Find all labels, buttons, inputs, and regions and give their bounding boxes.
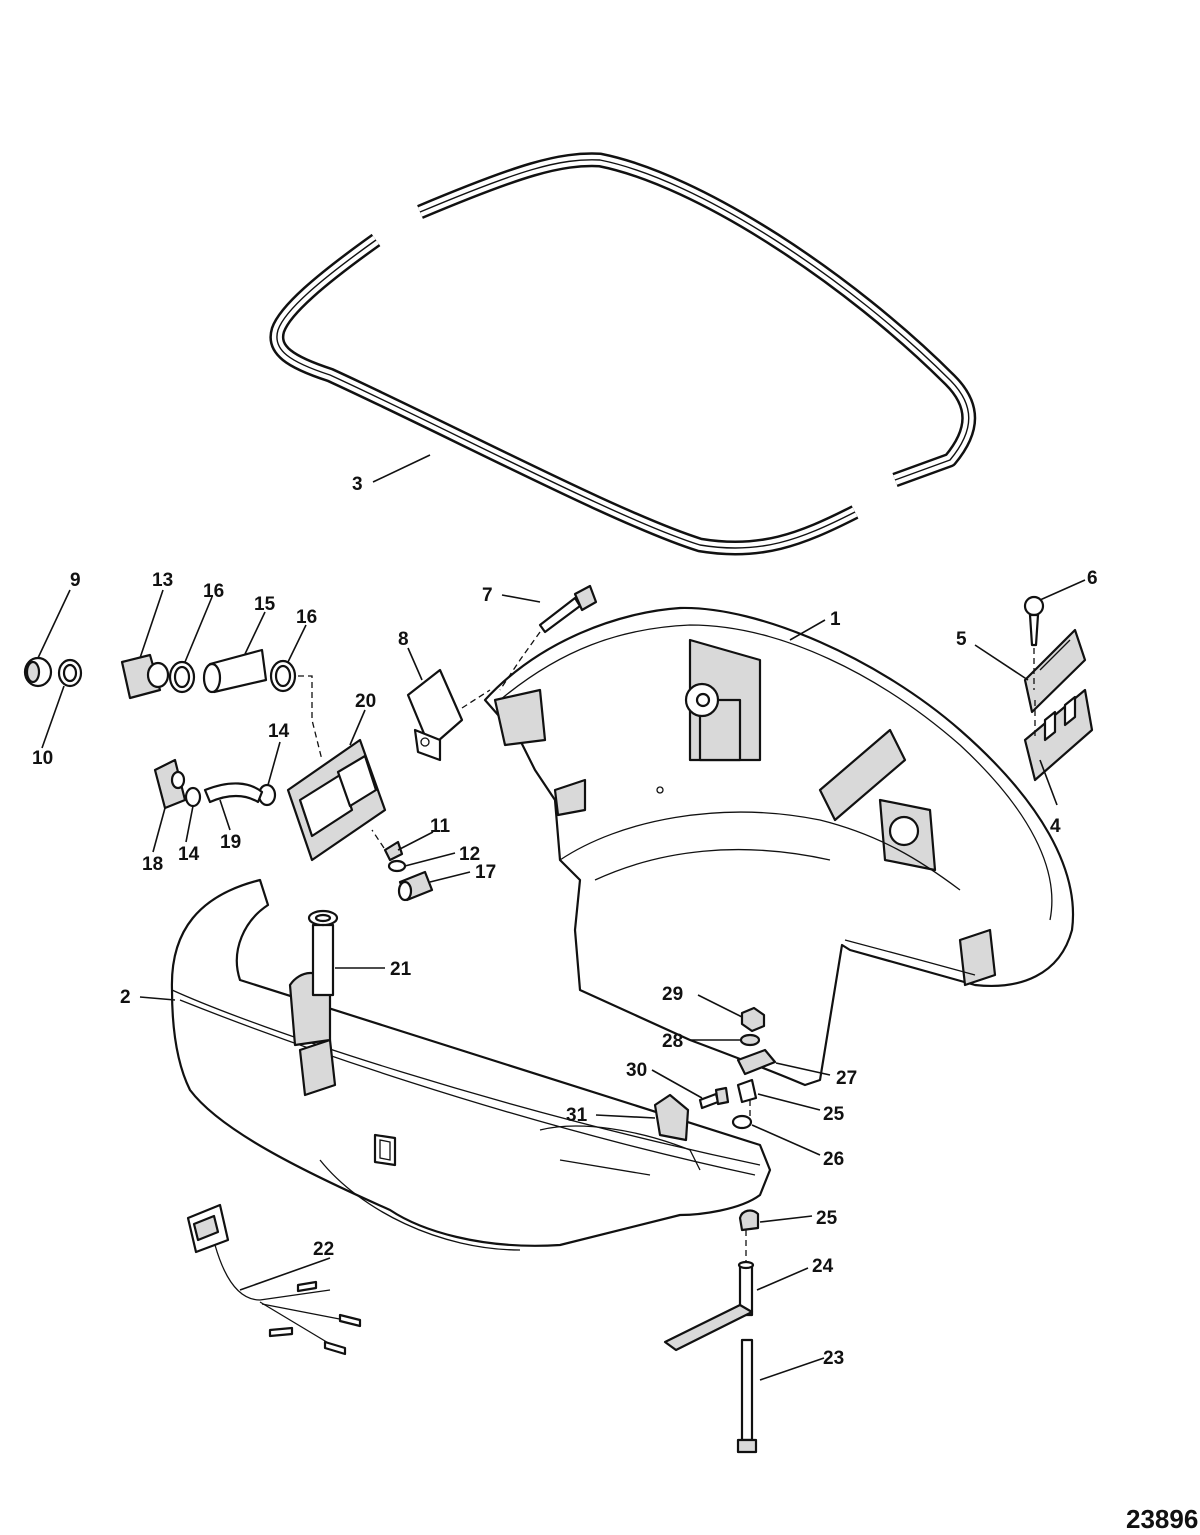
callout-30: 30: [626, 1060, 647, 1081]
callout-20: 20: [355, 691, 376, 712]
leader-lines: [37, 454, 1086, 1381]
cowl-half-part-2: [170, 878, 772, 1251]
callout-16a: 16: [203, 581, 224, 602]
seal-part-3: [269, 152, 977, 556]
clamp-part-16b: [269, 659, 297, 693]
callout-26: 26: [823, 1149, 844, 1170]
clip-part-11: [383, 840, 404, 862]
fitting-part-17: [397, 870, 434, 902]
callout-12: 12: [459, 844, 480, 865]
callout-15: 15: [254, 594, 276, 615]
callout-31: 31: [566, 1105, 588, 1126]
plate-part-27: [736, 1048, 777, 1076]
callout-2: 2: [120, 987, 131, 1008]
panel-part-20: [286, 738, 387, 862]
callout-7: 7: [482, 585, 493, 606]
washer-part-28: [739, 1033, 761, 1047]
bolt-part-30: [698, 1086, 730, 1110]
callout-22: 22: [313, 1239, 334, 1260]
callout-5: 5: [956, 629, 967, 650]
hose-part-19: [203, 782, 264, 804]
hose-part-15: [202, 648, 268, 694]
fitting-part-9: [23, 656, 53, 688]
callout-25a: 25: [823, 1104, 845, 1125]
clamp-part-16a: [168, 660, 196, 694]
callout-28: 28: [662, 1031, 683, 1052]
latch-part-4: [1023, 688, 1094, 782]
callout-18: 18: [142, 854, 163, 875]
figure-number: 23896: [1126, 1504, 1198, 1534]
callout-13: 13: [152, 570, 173, 591]
callout-9: 9: [70, 570, 81, 591]
screw-part-6: [1023, 595, 1045, 647]
fitting-part-18: [153, 758, 187, 810]
callout-14a: 14: [268, 721, 290, 742]
switch-harness-part-22: [186, 1203, 362, 1356]
callout-4: 4: [1050, 816, 1061, 837]
grommet-part-10: [57, 658, 83, 688]
callout-6: 6: [1087, 568, 1098, 589]
callout-3: 3: [352, 474, 363, 495]
cowl-half-part-1: [483, 606, 1075, 1087]
callout-25b: 25: [816, 1208, 838, 1229]
o-ring-part-12: [387, 859, 407, 873]
handle-part-24: [663, 1260, 755, 1352]
clamp-part-14a: [184, 786, 202, 808]
latch-cover-part-5: [1023, 628, 1087, 714]
callout-27: 27: [836, 1068, 857, 1089]
callout-8: 8: [398, 629, 409, 650]
callout-21: 21: [390, 959, 412, 980]
washer-part-26: [731, 1114, 753, 1130]
bushing-part-25a: [736, 1078, 758, 1104]
callout-10: 10: [32, 748, 53, 769]
bushing-part-25b: [738, 1209, 760, 1232]
callout-1: 1: [830, 609, 841, 630]
callout-24: 24: [812, 1256, 834, 1277]
callout-23: 23: [823, 1348, 844, 1369]
callouts: 1 2 3 4 5 6 7 8 9 10 11 12 13 14 14 15 1…: [32, 474, 1098, 1369]
callout-11: 11: [430, 816, 451, 837]
nut-part-29: [740, 1006, 766, 1033]
bracket-part-31: [653, 1093, 690, 1142]
tube-part-21: [307, 909, 339, 997]
callout-14b: 14: [178, 844, 200, 865]
housing-part-13: [120, 653, 170, 700]
callout-17: 17: [475, 862, 496, 883]
callout-16b: 16: [296, 607, 317, 628]
bolt-part-7: [538, 584, 598, 634]
bracket-part-8: [406, 668, 464, 762]
callout-19: 19: [220, 832, 241, 853]
bolt-part-23: [736, 1338, 758, 1454]
callout-29: 29: [662, 984, 683, 1005]
